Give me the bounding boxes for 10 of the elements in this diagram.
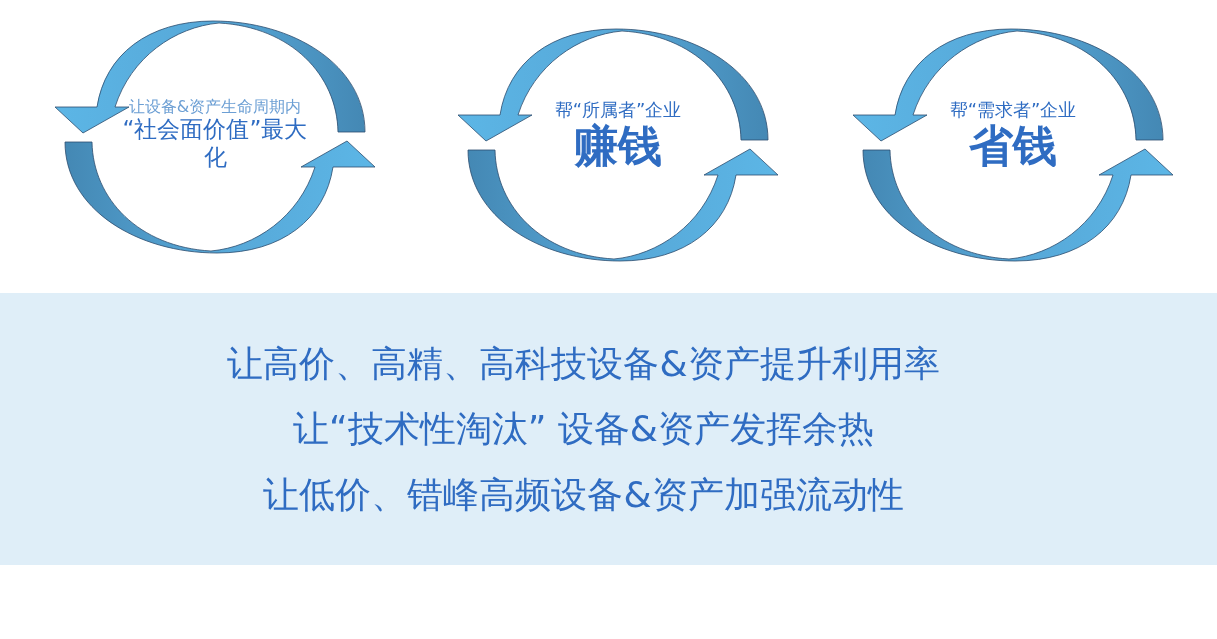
statement-text: 让“技术性淘汰” 设备&资产发挥余热 [293, 407, 874, 451]
subtitle-text: 帮“需求者”企业 [948, 98, 1078, 121]
headline-text: “社会面价值”最大化 [121, 116, 309, 172]
statement-text: 让高价、高精、高科技设备&资产提升利用率 [227, 342, 940, 386]
subtitle-text: 帮“所属者”企业 [553, 98, 683, 121]
text-band [0, 293, 1217, 565]
subtitle-text: 让设备&资产生命周期内 [127, 96, 303, 116]
headline-text: 赚钱 [573, 120, 663, 174]
statement-text: 让低价、错峰高频设备&资产加强流动性 [263, 472, 904, 516]
headline-text: 省钱 [968, 120, 1058, 174]
